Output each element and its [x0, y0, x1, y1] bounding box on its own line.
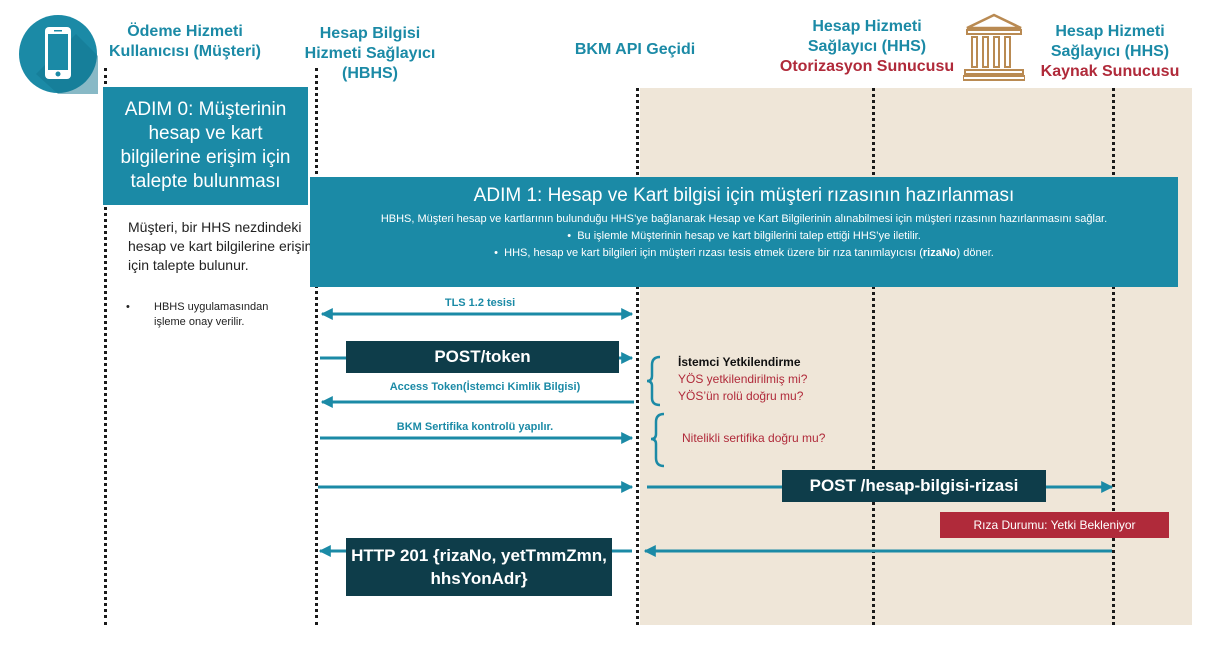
client-auth-note: İstemci Yetkilendirme YÖS yetkilendirilm… [678, 354, 878, 405]
step0-title: ADIM 0: Müşterinin hesap ve kart bilgile… [120, 99, 291, 192]
step1-bullet-1-text: Bu işlemle Müşterinin hesap ve kart bilg… [577, 230, 921, 242]
header-auth-server: Hesap Hizmeti Sağlayıcı (HHS) Otorizasyo… [772, 17, 962, 77]
box-post-consent: POST /hesap-bilgisi-rizasi [782, 470, 1046, 502]
header-resource-server: Hesap Hizmeti Sağlayıcı (HHS) Kaynak Sun… [1030, 22, 1190, 82]
header-hbhs: Hesap Bilgisi Hizmeti Sağlayıcı (HBHS) [304, 25, 436, 82]
client-auth-q2: YÖS’ün rolü doğru mu? [678, 389, 804, 403]
label-tls: TLS 1.2 tesisi [444, 297, 516, 309]
bullet-dot: • [126, 301, 130, 313]
header-resource-sub: Kaynak Sunucusu [1040, 63, 1180, 80]
step1-desc: HBHS, Müşteri hesap ve kartlarının bulun… [380, 213, 1108, 225]
lifeline-resource-server [1112, 88, 1115, 625]
label-access-token: Access Token(İstemci Kimlik Bilgisi) [389, 381, 581, 393]
step0-box: ADIM 0: Müşterinin hesap ve kart bilgile… [103, 87, 308, 205]
step1-bullet-2-post: ) döner. [956, 247, 994, 259]
header-resource-title: Hesap Hizmeti Sağlayıcı (HHS) [1050, 23, 1170, 60]
brace-client-auth [646, 355, 661, 407]
header-user: Ödeme Hizmeti Kullanıcısı (Müşteri) [108, 23, 262, 60]
header-gateway: BKM API Geçidi [574, 41, 696, 58]
lifeline-hbhs [315, 68, 318, 625]
box-post-token: POST/token [346, 341, 619, 373]
brace-cert [650, 412, 665, 468]
cert-note: Nitelikli sertifika doğru mu? [682, 430, 882, 447]
cert-question: Nitelikli sertifika doğru mu? [682, 431, 826, 445]
label-cert-check: BKM Sertifika kontrolü yapılır. [396, 421, 554, 433]
step1-bullet-2-bold: rizaNo [922, 247, 957, 259]
step1-bullet-1: • Bu işlemle Müşterinin hesap ve kart bi… [567, 230, 921, 242]
step0-bullet: • HBHS uygulamasından işleme onay verili… [126, 300, 298, 330]
header-auth-title: Hesap Hizmeti Sağlayıcı (HHS) [807, 18, 927, 55]
step1-box: ADIM 1: Hesap ve Kart bilgisi için müşte… [310, 177, 1178, 287]
client-auth-title: İstemci Yetkilendirme [678, 355, 801, 369]
step1-bullet-2: • HHS, hesap ve kart bilgileri için müşt… [494, 247, 994, 259]
consent-status-badge: Rıza Durumu: Yetki Bekleniyor [940, 512, 1169, 538]
step0-bullet-text: HBHS uygulamasından işleme onay verilir. [154, 301, 269, 328]
smartphone-icon [18, 14, 98, 94]
lifeline-user [104, 68, 107, 625]
header-auth-sub: Otorizasyon Sunucusu [779, 58, 955, 75]
step1-title: ADIM 1: Hesap ve Kart bilgisi için müşte… [473, 185, 1015, 206]
step0-note: Müşteri, bir HHS nezdindeki hesap ve kar… [128, 219, 317, 273]
bank-icon [963, 12, 1025, 82]
box-http201: HTTP 201 {rizaNo, yetTmmZmn, hhsYonAdr} [346, 538, 612, 596]
step1-bullet-2-pre: HHS, hesap ve kart bilgileri için müşter… [504, 247, 923, 259]
client-auth-q1: YÖS yetkilendirilmiş mi? [678, 372, 808, 386]
lifeline-auth-server [872, 88, 875, 625]
lifeline-gateway [636, 88, 639, 625]
